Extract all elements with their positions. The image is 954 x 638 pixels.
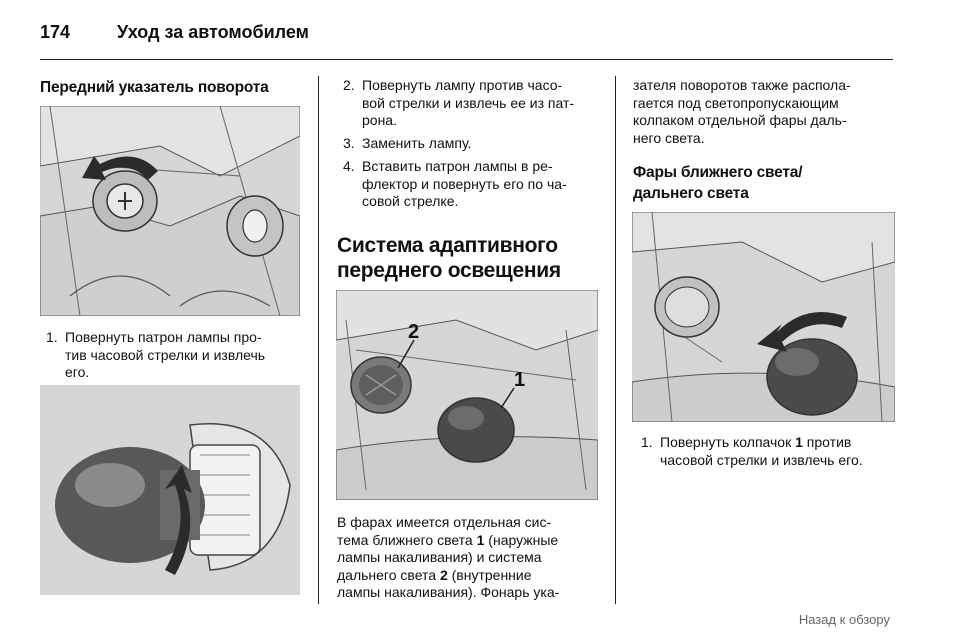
bold-reference-2: 2 (439, 566, 448, 583)
step-number: 1. (46, 329, 58, 345)
section-subheading: Фары ближнего света/ дальнего света (633, 162, 893, 204)
curved-arrow-icon (757, 312, 847, 352)
paragraph: зателя поворотов также распола- гается п… (633, 77, 893, 147)
instruction-step: 1. Повернуть патрон лампы про- тив часов… (46, 329, 306, 382)
back-to-overview-link[interactable]: Назад к обзору (798, 612, 890, 627)
callout-label-1: 1 (514, 369, 525, 391)
section-heading-line: переднего освещения (337, 259, 561, 282)
paragraph-line: В фарах имеется отдельная сис- (337, 514, 552, 530)
paragraph-line: колпаком отдельной фары даль- (633, 112, 847, 128)
callout-label-2: 2 (408, 321, 419, 343)
step-line: его. (65, 364, 90, 380)
step-line: Повернуть лампу против часо- (362, 77, 563, 93)
curved-arrow-icon (165, 465, 192, 575)
page-number: 174 (40, 22, 71, 42)
figure-turn-signal-socket (40, 106, 300, 316)
bold-reference-1: 1 (795, 434, 803, 450)
curved-arrow-icon (82, 156, 158, 180)
figure-headlamp-cap (632, 212, 895, 422)
step-line: часовой стрелки и извлечь его. (660, 451, 863, 468)
figure-turn-signal-bulb (40, 385, 300, 595)
paragraph-line: зателя поворотов также распола- (633, 77, 851, 93)
step-line: Заменить лампу. (362, 135, 472, 151)
paragraph-line: тема ближнего света 1 (наружные (337, 531, 559, 548)
page-header-title: Уход за автомобилем (117, 22, 309, 42)
paragraph-line: лампы накаливания) и система (337, 549, 542, 565)
step-line: тив часовой стрелки и извлечь (65, 346, 266, 363)
instruction-step: 2. Повернуть лампу против часо- вой стре… (343, 77, 608, 130)
step-line: флектор и повернуть его по ча- (362, 175, 567, 192)
header-rule (40, 59, 893, 60)
paragraph: В фарах имеется отдельная сис- тема ближ… (337, 514, 609, 602)
section-subheading: Передний указатель поворота (40, 79, 269, 96)
paragraph-line: лампы накаливания). Фонарь ука- (337, 584, 560, 600)
figure-adaptive-headlamp: 2 1 (336, 290, 598, 500)
section-heading-line: Система адаптивного (337, 234, 558, 257)
instruction-step: 3. Заменить лампу. (343, 135, 608, 153)
step-number: 4. (343, 158, 355, 174)
column-divider (615, 76, 616, 604)
subheading-line: дальнего света (633, 185, 749, 202)
step-line: вой стрелки и извлечь ее из пат- (362, 94, 575, 111)
step-number: 1. (641, 434, 653, 450)
step-line: Вставить патрон лампы в ре- (362, 158, 553, 174)
subheading-line: Фары ближнего света/ (633, 164, 803, 181)
paragraph-line: дальнего света 2 (внутренние (337, 566, 532, 583)
step-line: совой стрелке. (362, 193, 459, 209)
instruction-step: 4. Вставить патрон лампы в ре- флектор и… (343, 158, 608, 211)
step-line: рона. (362, 112, 397, 128)
column-divider (318, 76, 319, 604)
step-number: 2. (343, 77, 355, 93)
instruction-step: 1. Повернуть колпачок 1 против часовой с… (641, 434, 896, 469)
step-line: Повернуть колпачок 1 против (660, 434, 852, 450)
step-line: Повернуть патрон лампы про- (65, 329, 262, 345)
bold-reference-1: 1 (476, 531, 485, 548)
paragraph-line: него света. (633, 129, 705, 146)
paragraph-line: гается под светопропускающим (633, 94, 839, 111)
section-heading: Система адаптивного переднего освещения (337, 233, 607, 283)
step-number: 3. (343, 135, 355, 151)
